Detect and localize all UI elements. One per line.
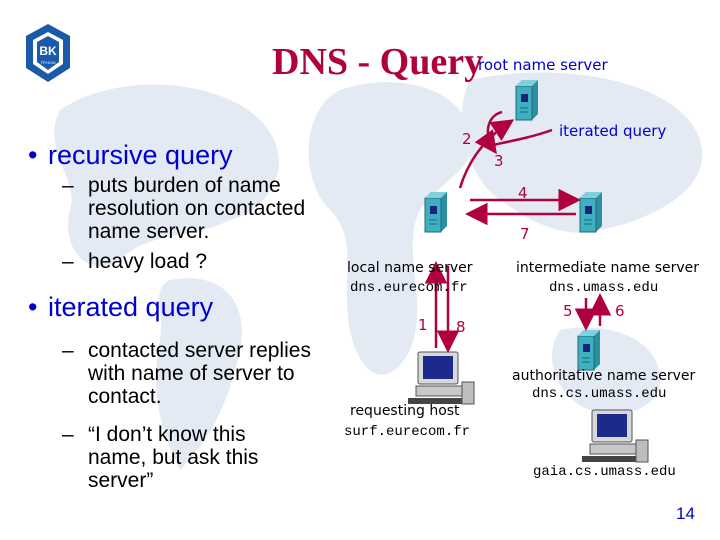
bullet-heading: recursive query (48, 140, 233, 170)
step-number-2: 2 (462, 130, 472, 148)
sub-bullet-text: heavy load ? (88, 250, 208, 273)
step-number-1: 1 (418, 316, 428, 334)
requesting-host-computer-icon (407, 351, 475, 405)
authoritative-name-server-label: authoritative name server (512, 368, 696, 384)
sub-bullet-text: puts burden of name resolution on contac… (88, 174, 306, 243)
sub-bullet-text: contacted server replies with name of se… (88, 339, 311, 408)
sub-bullet: – “I don’t know this name, but ask this … (62, 423, 302, 492)
iterated-query-label: iterated query (559, 122, 667, 140)
step-number-7: 7 (520, 225, 530, 243)
intermediate-server-icon (579, 191, 603, 233)
page-number: 14 (676, 504, 695, 523)
bullet-dot: • (28, 140, 38, 170)
target-host-computer-icon (581, 409, 649, 463)
authoritative-server-icon (577, 329, 601, 371)
sub-bullet: – contacted server replies with name of … (62, 339, 312, 408)
requesting-host-name: surf.eurecom.fr (344, 424, 471, 440)
target-host-name: gaia.cs.umass.edu (533, 464, 676, 480)
step-number-6: 6 (615, 302, 625, 320)
root-name-server-label: root name server (478, 56, 608, 74)
bullet-iterated-query: • iterated query (28, 292, 213, 323)
requesting-host-label: requesting host (350, 403, 460, 419)
university-logo: BK TP.HCM (26, 24, 70, 82)
bullet-dot: • (28, 292, 38, 322)
step-number-3: 3 (494, 152, 504, 170)
bullet-recursive-query: • recursive query (28, 140, 233, 171)
sub-bullet: – puts burden of name resolution on cont… (62, 174, 340, 243)
dash-icon: – (62, 250, 74, 273)
svg-text:BK: BK (39, 44, 57, 58)
sub-bullet-text: “I don’t know this name, but ask this se… (88, 423, 259, 492)
sub-bullet: – heavy load ? (62, 250, 340, 273)
intermediate-server-host: dns.umass.edu (549, 280, 659, 296)
step-number-4: 4 (518, 184, 528, 202)
slide-title: DNS - Query (272, 41, 484, 83)
local-server-host: dns.eurecom.fr (350, 280, 468, 296)
bullet-heading: iterated query (48, 292, 214, 322)
step-number-8: 8 (456, 318, 466, 336)
authoritative-server-host: dns.cs.umass.edu (532, 386, 667, 402)
local-server-icon (424, 191, 448, 233)
local-name-server-label: local name server (347, 260, 473, 276)
intermediate-name-server-label: intermediate name server (516, 260, 700, 276)
dash-icon: – (62, 423, 74, 446)
dash-icon: – (62, 174, 74, 197)
svg-text:TP.HCM: TP.HCM (41, 60, 56, 65)
dash-icon: – (62, 339, 74, 362)
arrow-step-3 (474, 110, 503, 155)
step-number-5: 5 (563, 302, 573, 320)
root-server-icon (515, 79, 539, 121)
